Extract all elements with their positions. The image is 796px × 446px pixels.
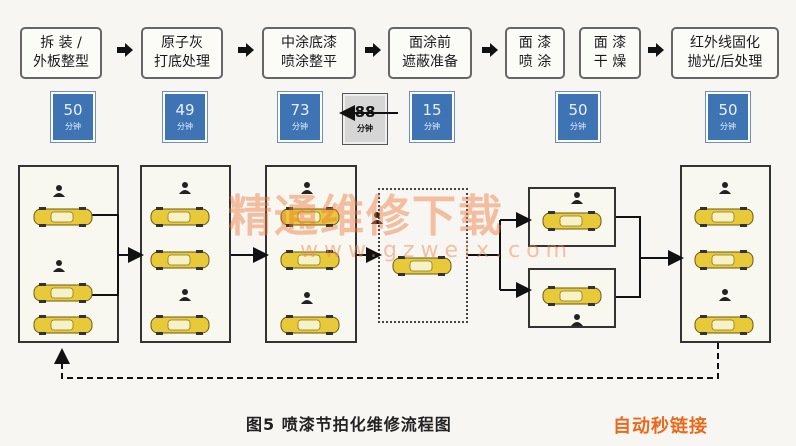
technician-icon bbox=[52, 183, 66, 197]
step-label: 面涂前 遮蔽准备 bbox=[402, 35, 458, 70]
car-icon bbox=[150, 314, 210, 336]
technician-icon bbox=[570, 190, 584, 204]
time-value: 50 bbox=[568, 101, 588, 119]
technician-icon bbox=[300, 290, 314, 304]
car-icon bbox=[542, 210, 602, 232]
car-icon bbox=[33, 314, 93, 336]
technician-icon bbox=[370, 210, 384, 224]
step-label: 面 漆 干 燥 bbox=[593, 35, 627, 70]
technician-icon bbox=[178, 180, 192, 194]
time-box: 49 分钟 bbox=[163, 92, 207, 142]
time-box: 50 分钟 bbox=[556, 92, 600, 142]
step-label: 红外线固化 抛光/后处理 bbox=[687, 35, 763, 70]
car-icon bbox=[280, 249, 340, 271]
arrow-right-icon bbox=[482, 43, 498, 57]
time-unit: 分钟 bbox=[357, 124, 373, 133]
car-icon bbox=[150, 206, 210, 228]
time-box: 73 分钟 bbox=[278, 92, 322, 142]
arrow-right-icon bbox=[648, 43, 664, 57]
time-value: 50 bbox=[63, 101, 83, 119]
time-unit: 分钟 bbox=[177, 122, 193, 131]
step-label: 面 漆 喷 涂 bbox=[518, 35, 552, 70]
booth-disassembly bbox=[18, 165, 119, 343]
car-icon bbox=[280, 206, 340, 228]
time-unit: 分钟 bbox=[424, 122, 440, 131]
technician-icon bbox=[178, 287, 192, 301]
car-icon bbox=[33, 206, 93, 228]
time-value: 49 bbox=[175, 101, 195, 119]
car-icon bbox=[694, 206, 754, 228]
time-unit: 分钟 bbox=[720, 122, 736, 131]
watermark-url: www.gzweix.com bbox=[300, 238, 574, 263]
arrow-right-icon bbox=[238, 43, 254, 57]
time-box: 50 分钟 bbox=[51, 92, 95, 142]
arrow-right-icon bbox=[117, 43, 133, 57]
car-icon bbox=[694, 249, 754, 271]
technician-icon bbox=[570, 312, 584, 326]
step-ir-cure: 红外线固化 抛光/后处理 bbox=[671, 27, 779, 79]
time-unit: 分钟 bbox=[65, 122, 81, 131]
car-icon bbox=[694, 314, 754, 336]
technician-icon bbox=[52, 258, 66, 272]
step-disassembly: 拆 装 / 外板整型 bbox=[20, 27, 102, 79]
step-primer: 中涂底漆 喷涂整平 bbox=[262, 27, 356, 79]
figure-caption: 图5 喷漆节拍化维修流程图 bbox=[246, 415, 452, 434]
car-icon bbox=[542, 285, 602, 307]
time-box: 15 分钟 bbox=[410, 92, 454, 142]
step-masking: 面涂前 遮蔽准备 bbox=[388, 27, 472, 79]
step-label: 中涂底漆 喷涂整平 bbox=[281, 35, 337, 70]
step-label: 拆 装 / 外板整型 bbox=[33, 35, 89, 70]
brand-logo: 自动秒链接 bbox=[613, 416, 708, 437]
time-value: 50 bbox=[718, 101, 738, 119]
time-value: 15 bbox=[422, 101, 442, 119]
arrow-right-icon bbox=[365, 43, 381, 57]
technician-icon bbox=[300, 180, 314, 194]
watermark-text: 精通维修下载 bbox=[228, 191, 504, 242]
step-label: 原子灰 打底处理 bbox=[154, 35, 210, 70]
step-topcoat-spray: 面 漆 喷 涂 bbox=[505, 27, 565, 79]
car-icon bbox=[392, 255, 452, 277]
technician-icon bbox=[718, 287, 732, 301]
step-topcoat-dry: 面 漆 干 燥 bbox=[579, 27, 641, 79]
car-icon bbox=[280, 314, 340, 336]
step-putty: 原子灰 打底处理 bbox=[141, 27, 223, 79]
time-unit: 分钟 bbox=[292, 122, 308, 131]
car-icon bbox=[150, 249, 210, 271]
time-value: 73 bbox=[290, 101, 310, 119]
time-unit: 分钟 bbox=[570, 122, 586, 131]
time-box: 50 分钟 bbox=[706, 92, 750, 142]
technician-icon bbox=[718, 180, 732, 194]
car-icon bbox=[33, 282, 93, 304]
